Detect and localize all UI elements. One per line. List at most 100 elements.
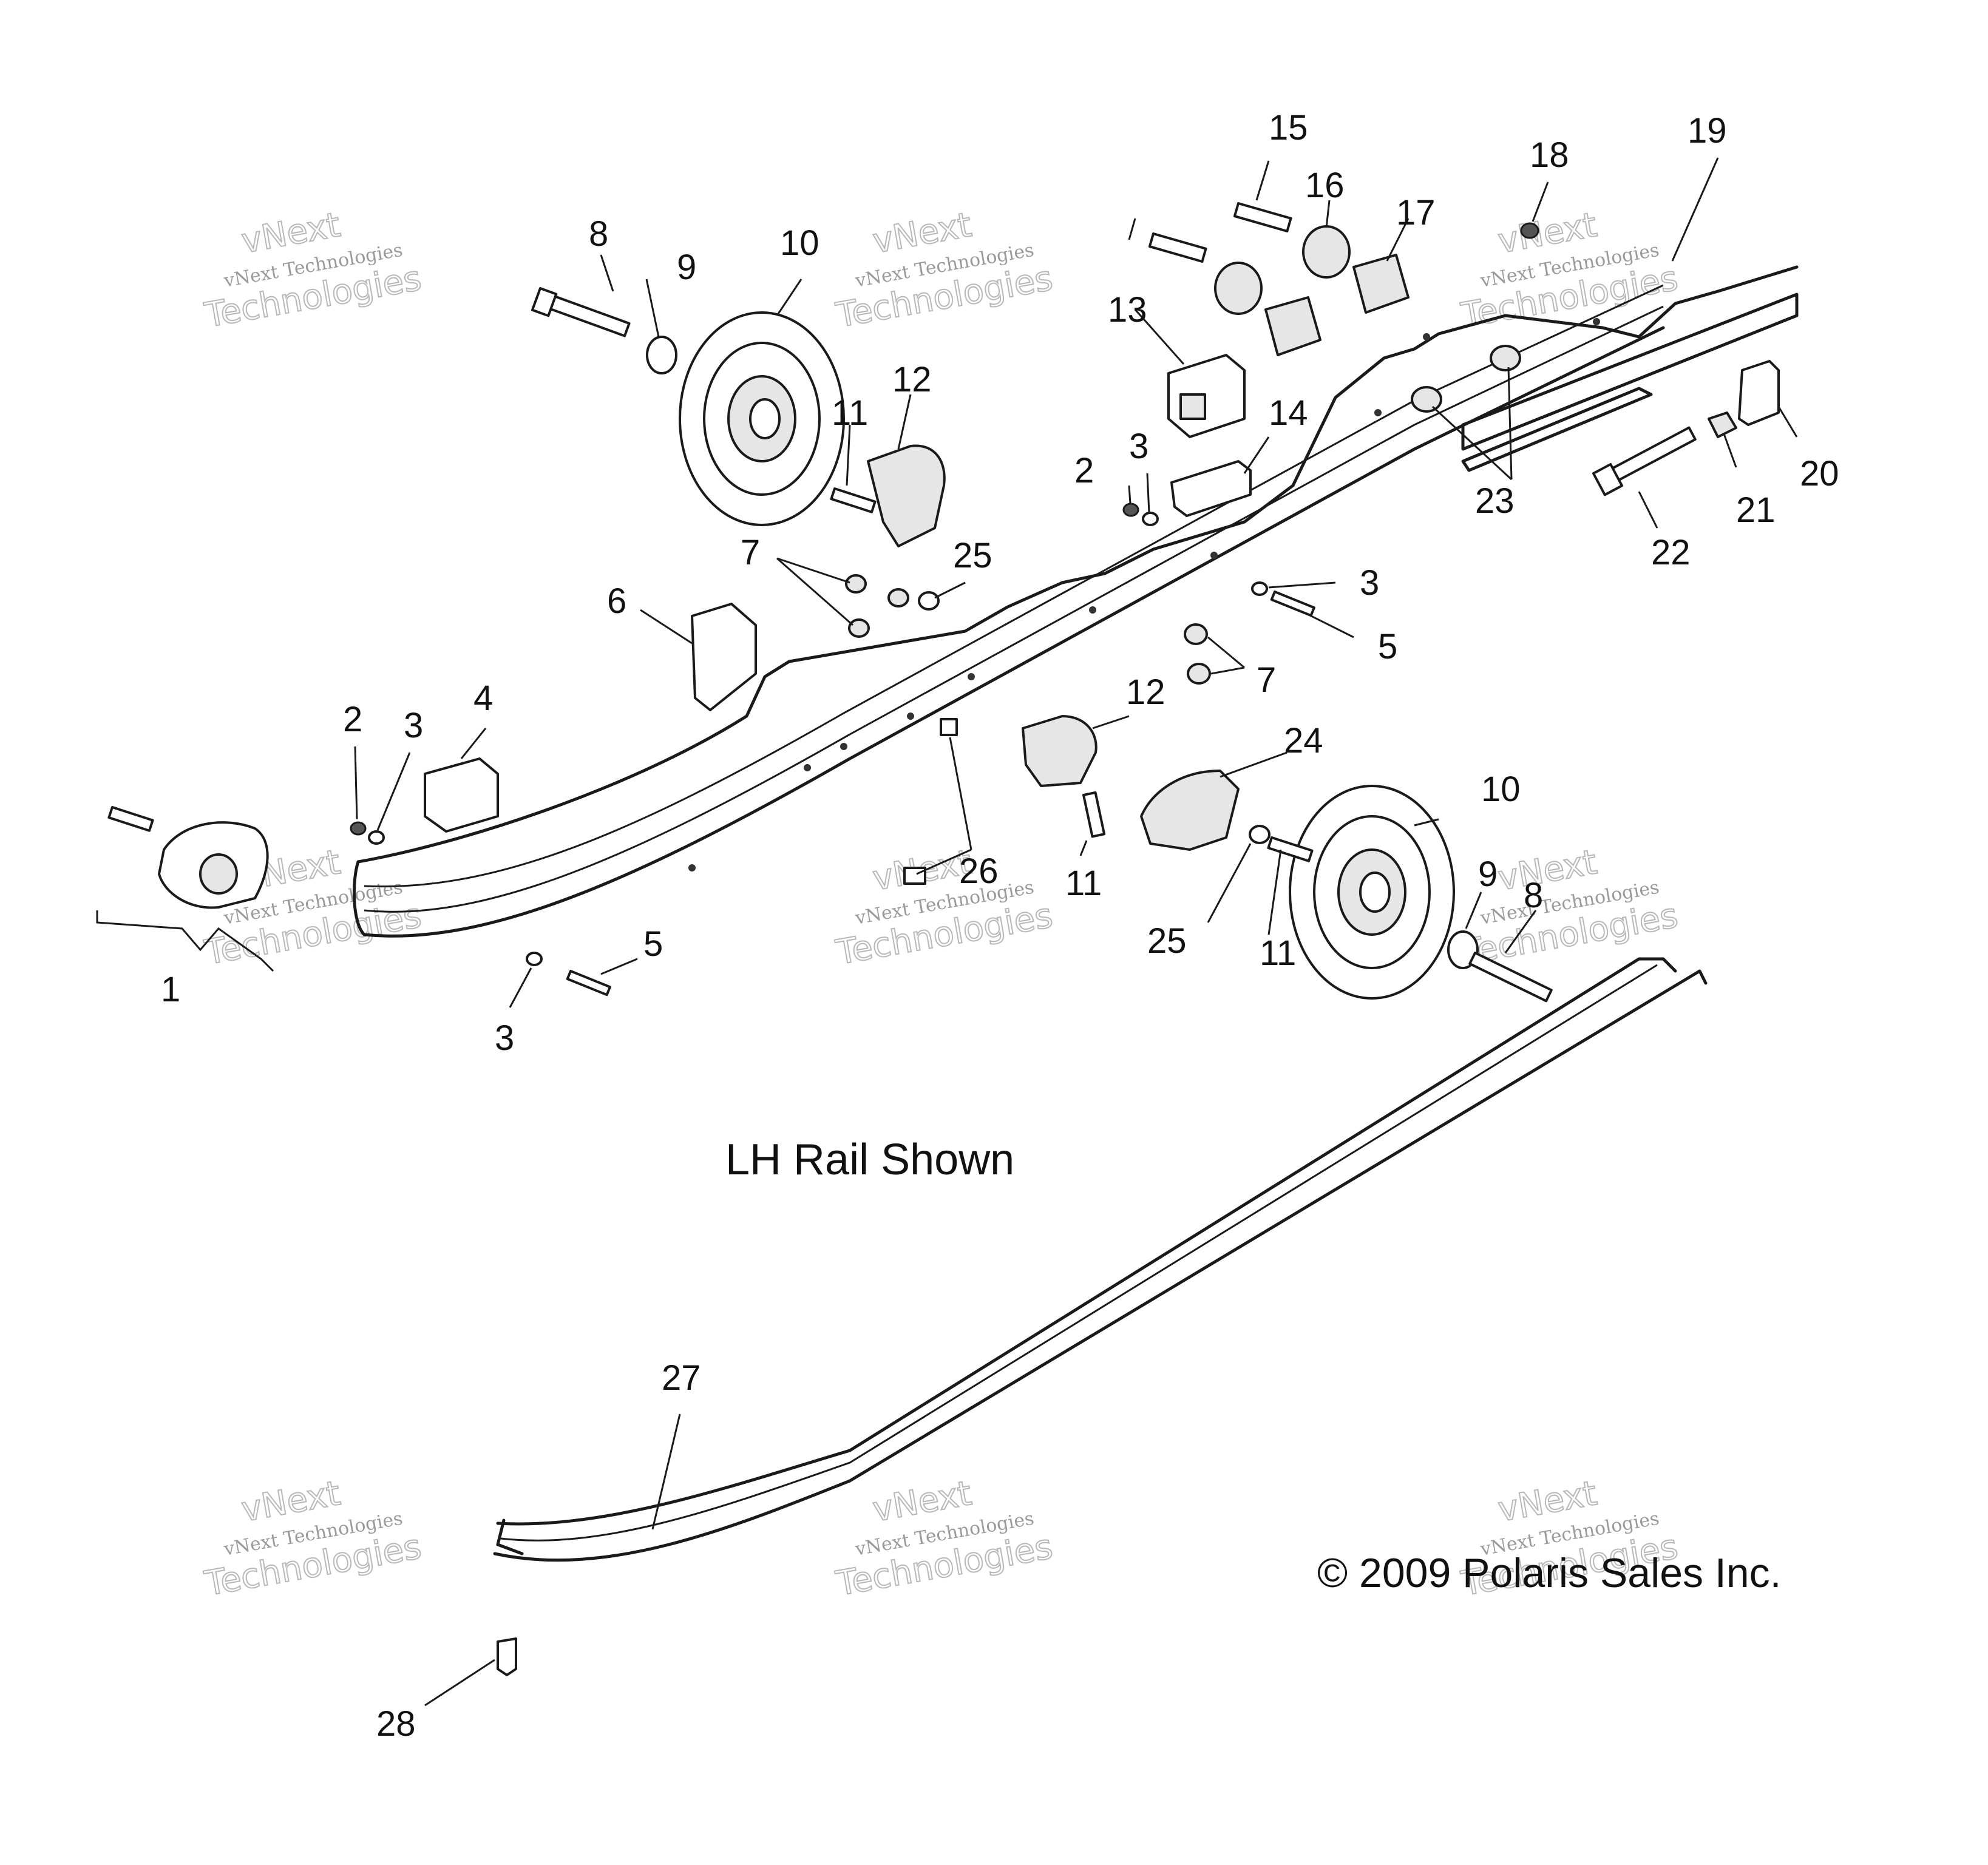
block-4 [424,757,499,833]
rail-assembly [352,265,1799,938]
nut-7-b [887,588,909,608]
bolt-5-right [1270,591,1315,617]
rail-mid-line [364,305,1664,913]
nut-7-d [1184,623,1208,645]
callout-18: 18 [1530,135,1569,175]
callout-bracket-1 [96,910,274,972]
callout-26: 26 [959,851,999,891]
hardware [107,201,1780,1676]
washer-25-lower [1249,825,1270,844]
callout-21: 21 [1736,490,1776,530]
rail-inner-line [364,284,1664,888]
callout-13: 13 [1108,290,1147,330]
nut-7-c [848,618,870,638]
slide-top-edge [496,957,1677,1526]
nut-7-e [1187,663,1211,685]
washer-9-upper [646,336,677,374]
callout-3: 3 [1360,563,1379,603]
bolt-shank [543,293,631,337]
slide-mid-edge [500,964,1658,1542]
callout-25: 25 [953,536,992,575]
washer-25-upper [918,591,940,611]
callout-12: 12 [892,360,932,399]
callout-4: 4 [473,679,493,718]
plate-6 [691,603,757,711]
rail-hole [907,712,914,720]
callout-8: 8 [1524,876,1543,915]
rivet-28 [497,1637,517,1676]
callout-6: 6 [607,581,626,621]
rail-hole [688,864,696,872]
nut-2-upper [1122,503,1139,517]
slide-front-tip [496,1518,524,1555]
leader-lines [96,157,1798,1707]
spacer-23-a [1411,386,1442,413]
rail-hole [1089,606,1096,614]
figure-caption: LH Rail Shown [725,1136,1014,1184]
callout-10: 10 [1481,770,1521,809]
washer-3-upper [1142,512,1159,526]
bolt-11-lower-left [1082,791,1106,838]
rail-hole [840,743,847,750]
rail-holes [688,318,1600,872]
callout-1: 1 [161,970,180,1009]
callout-9: 9 [1478,855,1498,894]
watermark: vNext vNext Technologies Technologies [201,1473,425,1605]
spacer-23-b [1490,345,1521,371]
bumper-boss [199,853,238,895]
bolt-shank [1607,426,1697,484]
callout-12: 12 [1126,672,1165,712]
copyright-notice: © 2009 Polaris Sales Inc. [1317,1550,1782,1596]
callout-15: 15 [1269,108,1308,147]
rail-top-profile [356,265,1799,864]
washer-9-lower [1447,930,1479,969]
bolt-15-b [1148,232,1207,263]
callout-5: 5 [643,924,663,964]
callout-3: 3 [404,706,423,745]
rail-hole [968,673,975,680]
rail-front-bend [352,860,366,936]
bracket-14 [1170,460,1252,517]
watermark: vNext vNext Technologies Technologies [832,205,1056,336]
washer-3-bottom [526,952,543,966]
nut-18 [1520,222,1539,239]
axle-bracket-12-lower [1022,715,1097,787]
watermark: vNext vNext Technologies Technologies [832,1473,1056,1605]
rail-hole [1374,409,1382,416]
callout-11: 11 [1260,933,1296,973]
bolt-8-upper [531,287,631,337]
bolt-22 [1592,426,1697,496]
wheel-bore [749,398,781,439]
watermark: vNext vNext Technologies Technologies [1457,205,1681,336]
washer-3-left [368,830,385,845]
callout-11: 11 [832,393,868,433]
rail-hole [1593,318,1600,325]
rail-bottom-line [362,326,1665,938]
spacer-16-a [1302,225,1351,279]
rail-hole [1210,552,1218,559]
rail-hole [1423,333,1430,340]
wheel-bore [1359,872,1391,913]
bolt-head [1592,462,1624,496]
bolt-11-lower-right [1267,836,1314,862]
callout-22: 22 [1651,533,1691,572]
bolt-26-a [903,867,926,885]
callout-9: 9 [677,248,696,287]
callout-20: 20 [1800,454,1839,493]
rail-rear-extension [1461,293,1799,451]
rail-rear-lower [1461,387,1653,472]
bolt-5-bottom [566,970,611,997]
watermark: vNext vNext Technologies Technologies [201,205,425,336]
callout-11: 11 [1065,864,1102,903]
bolt-8-lower [1468,952,1553,1003]
callout-27: 27 [662,1358,701,1398]
front-bumper-1 [107,805,269,909]
bolt-head [531,287,558,317]
callout-19: 19 [1688,111,1727,151]
callout-10: 10 [780,223,819,263]
slide-rail [493,957,1708,1562]
bumper-17-a [1352,254,1410,314]
callout-5: 5 [1378,627,1397,666]
callout-2: 2 [343,700,362,739]
